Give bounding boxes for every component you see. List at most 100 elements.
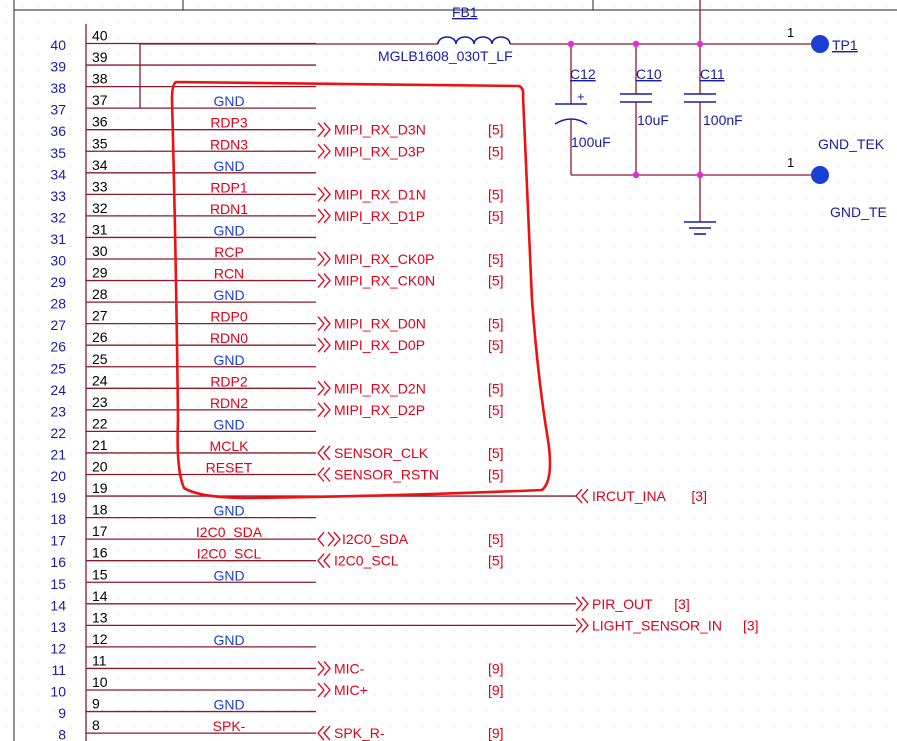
net-label-group: MIC-[9] xyxy=(317,660,504,676)
c12-polarity: + xyxy=(577,89,585,104)
net-label: MIPI_RX_CK0N xyxy=(334,273,435,289)
capacitor-c12: C12 + 100uF xyxy=(554,44,611,175)
net-ref: [5] xyxy=(488,380,504,396)
connector-pin: 14 xyxy=(86,588,316,605)
outer-pin-number: 17 xyxy=(50,533,66,549)
net-arrow xyxy=(317,337,331,353)
net-label: SENSOR_RSTN xyxy=(334,467,439,483)
pin-number: 20 xyxy=(92,459,108,475)
pin-number: 9 xyxy=(92,696,100,712)
net-ref: [5] xyxy=(488,143,504,159)
c11-value: 100nF xyxy=(703,112,743,128)
connector-pin: 19 xyxy=(86,480,316,497)
pin-number: 22 xyxy=(92,415,108,431)
connector-pin: 39 xyxy=(86,49,316,66)
junction-dots xyxy=(567,40,704,179)
connector-pin: 29 RCN xyxy=(86,265,316,282)
pin-name: GND xyxy=(213,697,244,713)
gnd-tp-label: GND_TEK xyxy=(818,136,885,152)
net-label: MIPI_RX_D1P xyxy=(334,208,425,224)
connector-pin: 11 xyxy=(86,652,316,670)
pin-number: 13 xyxy=(92,609,108,625)
pin-number: 24 xyxy=(92,372,108,388)
capacitor-c11: C11 100nF xyxy=(684,44,743,222)
pin-number: 34 xyxy=(92,157,108,173)
pin-number: 16 xyxy=(92,545,108,561)
net-label: SPK_R- xyxy=(334,725,385,741)
outer-pin-number: 39 xyxy=(50,59,66,75)
pin-name: RDN0 xyxy=(210,330,248,346)
outer-pin-number: 9 xyxy=(58,705,66,721)
net-label: MIPI_RX_D0N xyxy=(334,316,426,332)
outer-pin-number: 32 xyxy=(50,209,66,225)
net-arrow xyxy=(317,186,331,202)
outer-pin-number: 11 xyxy=(51,662,66,678)
net-label: MIPI_RX_D3P xyxy=(334,143,425,159)
pin-name: RCP xyxy=(214,244,244,260)
pin-name: RDN1 xyxy=(210,201,248,217)
net-label: MIPI_RX_D2P xyxy=(334,402,425,418)
pin-number: 31 xyxy=(92,221,108,237)
outer-pin-number: 19 xyxy=(50,490,66,506)
grid-dots xyxy=(6,6,887,727)
net-label: I2C0_SCL xyxy=(334,553,399,569)
net-label: MIC- xyxy=(334,660,365,676)
net-label: MIPI_RX_D2N xyxy=(334,380,426,396)
pin-name: RCN xyxy=(214,266,244,282)
pin-name: MCLK xyxy=(210,438,250,454)
outer-pin-number: 38 xyxy=(50,80,66,96)
outer-pin-number: 12 xyxy=(50,640,66,656)
net-ref: [5] xyxy=(488,445,504,461)
pin-number: 29 xyxy=(92,265,108,281)
c10-value: 10uF xyxy=(637,112,669,128)
net-ref: [9] xyxy=(488,682,504,698)
highlight-outline xyxy=(170,80,552,500)
net-label: MIPI_RX_D3N xyxy=(334,122,426,138)
outer-pin-number: 16 xyxy=(50,554,66,570)
pin-number: 15 xyxy=(92,566,108,582)
ferrite-part: MGLB1608_030T_LF xyxy=(378,48,513,64)
net-ref: [5] xyxy=(488,316,504,332)
net-label-group: SPK_R- [9] xyxy=(317,725,504,741)
outer-pin-number: 21 xyxy=(50,446,66,462)
c11-ref: C11 xyxy=(700,66,725,82)
net-arrow xyxy=(317,273,331,288)
net-label: MIPI_RX_D1N xyxy=(334,186,426,202)
pin-number: 26 xyxy=(92,329,108,345)
pin-number: 18 xyxy=(92,502,108,518)
net-labels: MIPI_RX_D3N [5] MIPI_RX_D3P [5] MIPI_RX_D1N [… xyxy=(316,122,759,741)
net-ref: [5] xyxy=(488,531,504,547)
net-ref: [5] xyxy=(488,122,504,138)
pin-number: 27 xyxy=(92,308,108,324)
outer-pin-number: 24 xyxy=(50,382,66,398)
outer-pin-number: 18 xyxy=(50,511,66,527)
outer-pin-number: 36 xyxy=(50,123,66,139)
pin-name: RDP3 xyxy=(210,115,248,131)
net-label-group: MIPI_RX_D0P[5] xyxy=(317,337,504,353)
outer-pin-number: 26 xyxy=(50,339,66,355)
pin-name: I2C0_SDA xyxy=(196,524,263,540)
net-label-group: MIPI_RX_D1P[5] xyxy=(317,208,504,224)
net-label-group: I2C0_SDA[5] xyxy=(317,531,504,547)
net-label: IRCUT_INA xyxy=(592,488,667,504)
net-ref: [9] xyxy=(488,725,504,741)
capacitor-c10: C10 10uF xyxy=(620,44,669,175)
net-label-group: SENSOR_RSTN[5] xyxy=(317,467,504,483)
net-label-group: MIPI_RX_D2N [5] xyxy=(317,380,504,396)
ferrite-ref: FB1 xyxy=(452,4,478,20)
connector-pin: 9 GND xyxy=(86,696,316,713)
pin-name: GND xyxy=(213,352,244,368)
